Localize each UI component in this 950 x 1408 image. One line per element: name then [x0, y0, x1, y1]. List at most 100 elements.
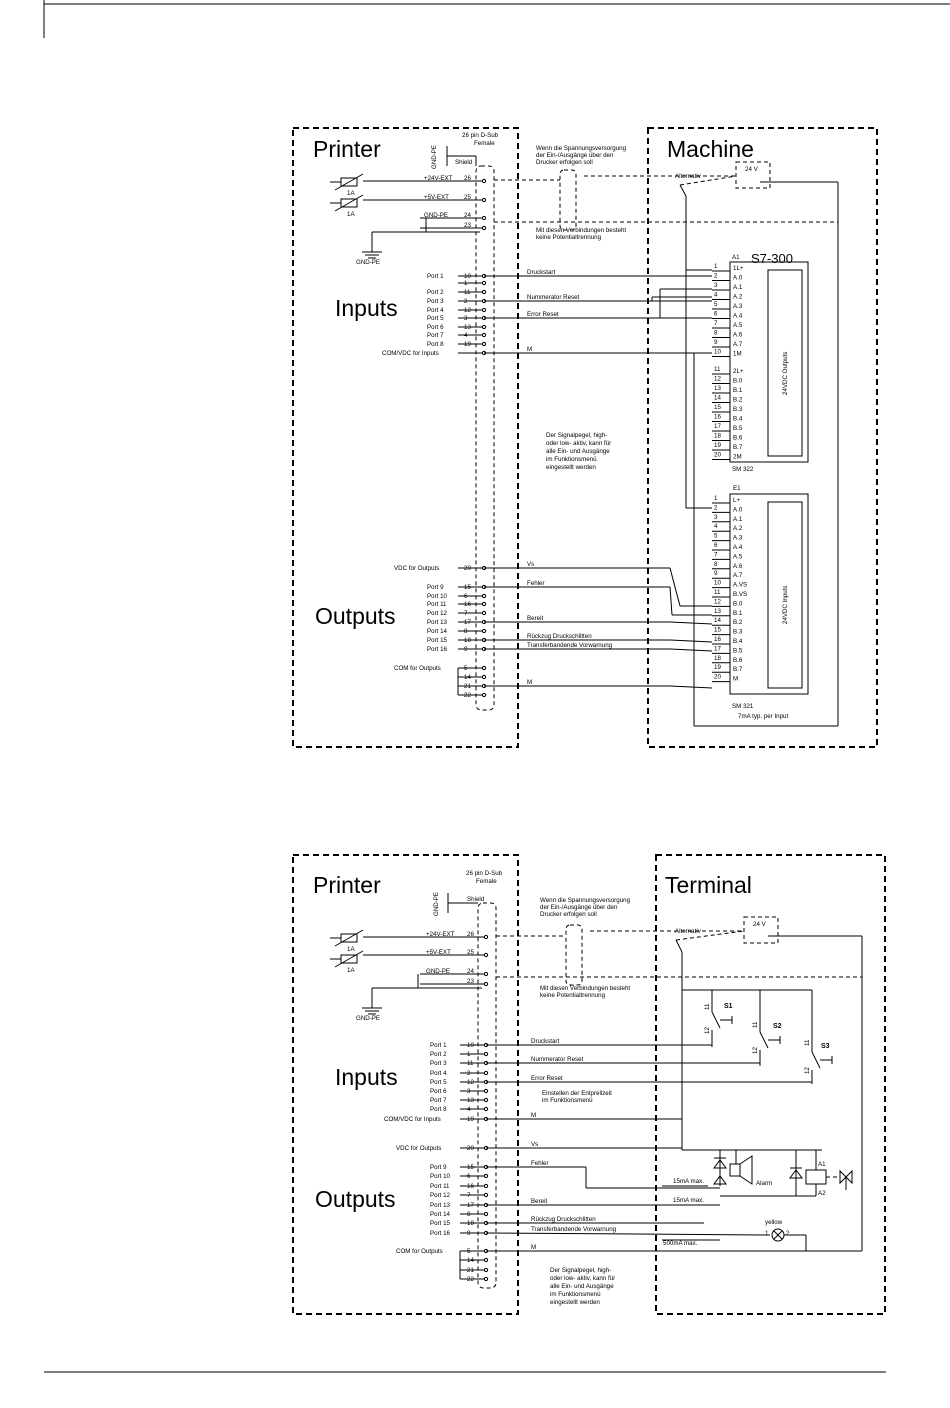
input-signal-label: Nummerator Reset — [527, 294, 580, 301]
pin-terminal — [481, 674, 487, 680]
note-debounce-line-2: im Funktionsmenü — [542, 1097, 593, 1104]
pin-terminal — [483, 1257, 489, 1263]
pin-terminal — [481, 289, 487, 295]
pin-terminal — [481, 280, 487, 286]
output-signal-label: Bereit — [531, 1198, 547, 1205]
sm321-pin-number: 13 — [714, 608, 721, 615]
optional-link-box — [559, 169, 577, 231]
output-port-label: VDC for Outputs — [396, 1145, 441, 1152]
output-port-label: Port 10 — [427, 593, 448, 600]
note-level-2-line-2: oder low- aktiv, kann für — [550, 1275, 615, 1282]
lamp-pin-2: 2 — [786, 1230, 790, 1237]
sm321-pin-label: A.3 — [733, 535, 743, 542]
note-potential-line-2: keine Potentialtrennung — [536, 234, 602, 241]
sm322-pin-label: B.0 — [733, 378, 743, 385]
power-pin: 24 — [467, 968, 474, 975]
sm321-pin-label: B.4 — [733, 638, 743, 645]
fuse-icon — [330, 194, 364, 212]
input-port-label: Port 6 — [427, 324, 444, 331]
relay-coil-icon — [805, 1150, 853, 1190]
sm321-pin-number: 16 — [714, 636, 721, 643]
output-port-label: Port 9 — [427, 584, 444, 591]
current-label-2: 15mA max. — [673, 1197, 704, 1204]
output-signal-label: Transferbandende Vorwarnung — [527, 642, 613, 649]
power-pin: 25 — [467, 949, 474, 956]
diagram-terminal: Printer Terminal 26 pin D-Sub Female Shi… — [292, 854, 886, 1315]
power-pin: 26 — [464, 175, 471, 182]
note-level-2-line-1: Der Signalpegel, high- — [550, 1267, 611, 1274]
output-port-label: Port 14 — [427, 628, 448, 635]
outputs-title-2: Outputs — [315, 1186, 396, 1212]
sm322-pin-label: A.7 — [733, 341, 743, 348]
input-port-label: Port 1 — [430, 1042, 447, 1049]
power-pin: 26 — [467, 931, 474, 938]
output-signal-label: Rückzug Druckschlitten — [531, 1216, 596, 1223]
pin-terminal — [483, 1276, 489, 1282]
inputs-title: Inputs — [335, 295, 398, 321]
diagram-machine: Printer Machine 26 pin D-Sub Female Shie… — [292, 127, 878, 748]
inputs-title-2: Inputs — [335, 1064, 398, 1090]
sm321-pin-number: 14 — [714, 617, 721, 624]
sm322-pin-label: 2L+ — [733, 368, 744, 375]
sm321-pin-number: 15 — [714, 627, 721, 634]
switch-s2-icon — [759, 1031, 781, 1066]
note-supply-2-line-3: Drucker erfolgen soll — [540, 911, 597, 918]
sm321-label: 24VDC Inputs — [782, 585, 789, 624]
sm322-pin-label: A.5 — [733, 322, 743, 329]
sm322-pin-label: B.6 — [733, 435, 743, 442]
sm321-pin-label: A.7 — [733, 572, 743, 579]
relay-a1-label: A1 — [818, 1161, 826, 1168]
input-port-label: Port 3 — [427, 298, 444, 305]
note-level-line-2: oder low- aktiv, kann für — [546, 440, 611, 447]
sm321-pin-number: 2 — [714, 504, 718, 511]
pin-terminal — [483, 1183, 489, 1189]
shield-label: Shield — [455, 159, 473, 166]
power-pin: 25 — [464, 194, 471, 201]
input-port-label: Port 1 — [427, 273, 444, 280]
sm321-pin-number: 3 — [714, 514, 718, 521]
pin-terminal — [483, 971, 489, 977]
sm322-pin-label: B.5 — [733, 425, 743, 432]
ground-symbol-icon — [362, 988, 382, 1015]
pin-terminal — [481, 610, 487, 616]
sm322-pin-number: 10 — [714, 349, 721, 356]
lamp-color-label: yellow — [765, 1219, 783, 1226]
gnd-pe-ground-label-2: GND-PE — [356, 1015, 380, 1022]
pin-terminal — [483, 1088, 489, 1094]
sm321-pin-number: 7 — [714, 551, 718, 558]
sm322-pin-number: 8 — [714, 330, 718, 337]
e1-label: E1 — [733, 485, 741, 492]
fuse-4-label: 1A — [347, 967, 355, 974]
sm322-pin-number: 3 — [714, 282, 718, 289]
sm322-pin-number: 17 — [714, 423, 721, 430]
sm321-pin-number: 11 — [714, 589, 721, 596]
fuse-icon — [330, 950, 364, 968]
output-port-label: Port 11 — [430, 1183, 450, 1190]
sm322-pin-number: 19 — [714, 442, 721, 449]
pin-terminal — [483, 1097, 489, 1103]
note-supply-line-2: der Ein-/Ausgänge über den — [536, 152, 614, 159]
power-label: GND-PE — [424, 212, 448, 219]
sm322-pin-label: B.2 — [733, 397, 743, 404]
pin-terminal — [483, 1106, 489, 1112]
sm322-pin-number: 11 — [714, 366, 721, 373]
sm321-pin-label: B.2 — [733, 619, 743, 626]
printer-box-2 — [292, 854, 519, 1315]
shield-label-2: Shield — [467, 896, 485, 903]
sm321-pin-label: M — [733, 676, 738, 683]
alternativ-label: Alternativ — [675, 173, 702, 180]
pin-terminal — [481, 215, 487, 221]
power-label: +24V-EXT — [426, 931, 455, 938]
output-signal-label: Fehler — [531, 1160, 549, 1167]
output-port-label: COM for Outputs — [394, 665, 441, 672]
ground-symbol-icon — [362, 232, 382, 259]
input-signal-label: M — [531, 1112, 536, 1119]
sm321-label-bottom: SM 321 — [732, 703, 754, 710]
output-signal-label: Rückzug Druckschlitten — [527, 633, 592, 640]
output-port-label: Port 16 — [430, 1230, 451, 1237]
switch-s1-pin-b: 12 — [704, 1027, 711, 1034]
sm322-label: 24VDC Outputs — [782, 352, 789, 395]
fuse-1-label: 1A — [347, 190, 355, 197]
pin-terminal — [481, 197, 487, 203]
sm321-pin-number: 12 — [714, 598, 721, 605]
